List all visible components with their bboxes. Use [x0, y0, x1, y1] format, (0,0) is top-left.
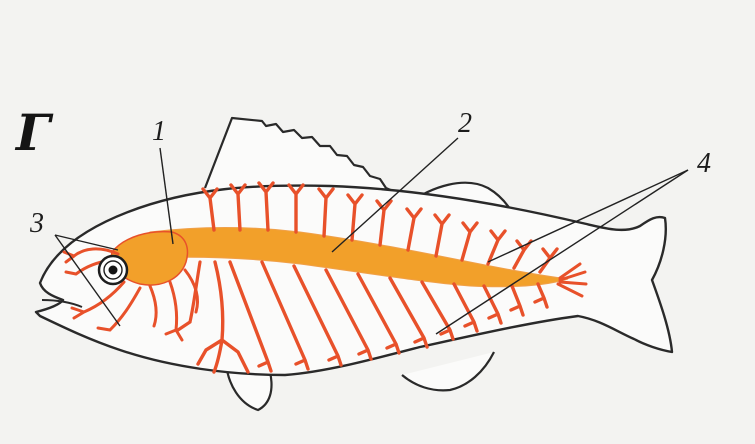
- anal-fin: [402, 352, 494, 390]
- eye-pupil: [109, 266, 118, 275]
- panel-letter: Г: [16, 108, 51, 158]
- label-2-spinal-cord: 2: [458, 110, 472, 138]
- label-3-cranial-nerves: 3: [30, 210, 44, 238]
- label-4-spinal-nerves: 4: [697, 150, 711, 178]
- label-1-brain: 1: [152, 118, 166, 146]
